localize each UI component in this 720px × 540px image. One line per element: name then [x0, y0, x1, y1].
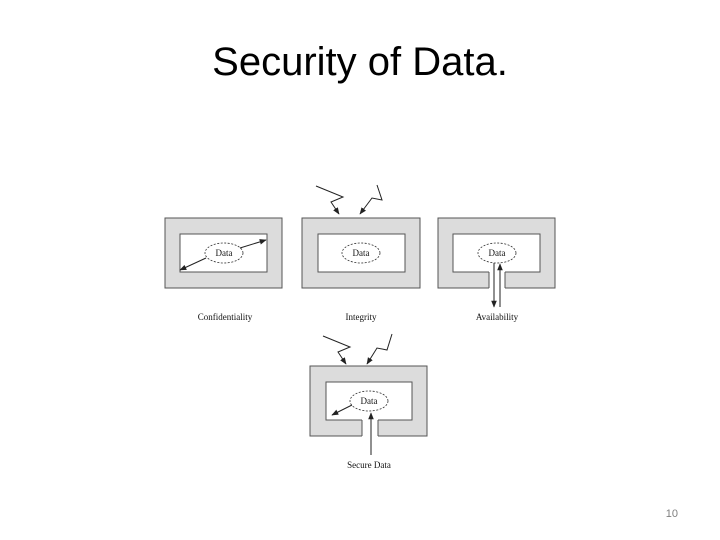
data-ellipse-label: Data [489, 248, 506, 258]
data-ellipse-label: Data [216, 248, 233, 258]
data-ellipse-label: Data [361, 396, 378, 406]
availability-caption: Availability [476, 312, 519, 322]
lightning-attack-icon [359, 184, 383, 215]
outgoing-arrow [331, 404, 353, 416]
lightning-attack-icon [322, 335, 352, 365]
page-number: 10 [665, 508, 678, 520]
panel-opening [489, 271, 505, 289]
integrity-panel: Data Integrity [301, 184, 421, 322]
data-ellipse [477, 242, 517, 264]
data-ellipse-label: Data [353, 248, 370, 258]
integrity-caption: Integrity [346, 312, 377, 322]
lightning-attack-icon [315, 185, 345, 215]
data-ellipse [341, 242, 381, 264]
data-ellipse [349, 390, 389, 412]
confidentiality-panel: Data Confidentiality [164, 217, 283, 322]
secure-data-panel: Data Secure Data [309, 333, 428, 470]
data-ellipse [204, 242, 244, 264]
outgoing-arrow [179, 257, 207, 271]
slide-title: Security of Data. [212, 40, 508, 84]
lightning-attack-icon [366, 333, 393, 365]
availability-panel: Data Availability [437, 217, 556, 322]
secure-data-caption: Secure Data [347, 460, 391, 470]
panel-opening [362, 419, 378, 437]
outgoing-arrow [239, 239, 267, 249]
confidentiality-caption: Confidentiality [198, 312, 253, 322]
